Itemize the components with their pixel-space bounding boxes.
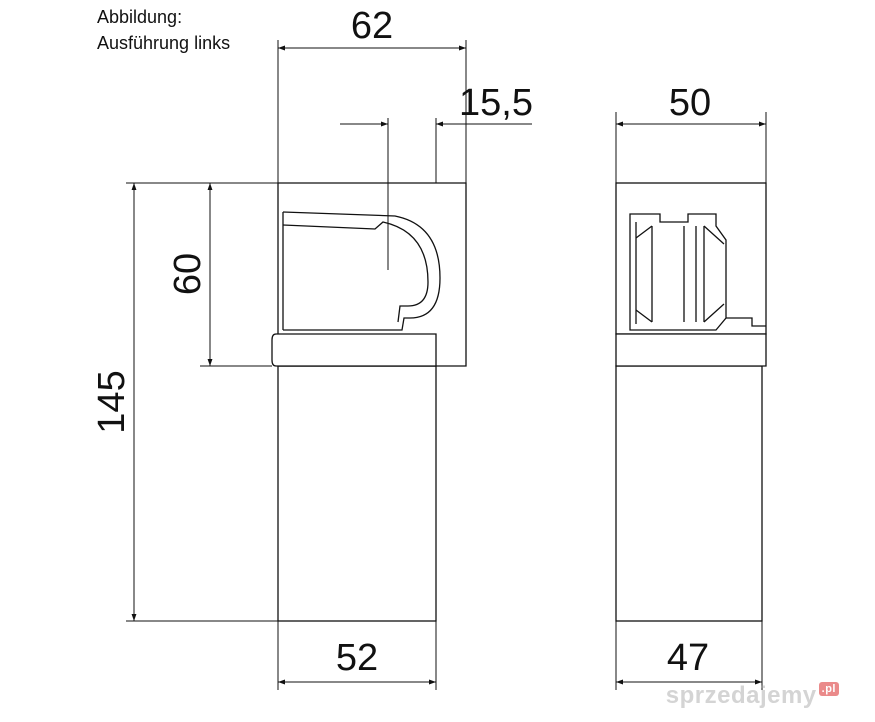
- dim-height-total: 145: [91, 370, 133, 433]
- side-lower-body: [615, 365, 763, 622]
- caption-line-1: Abbildung:: [97, 7, 183, 27]
- front-hook: [282, 211, 441, 331]
- figure-caption: Abbildung: Ausführung links: [97, 4, 230, 56]
- dim-top-width: 62: [351, 5, 393, 47]
- front-lower-body: [277, 365, 437, 622]
- side-flange: [615, 333, 767, 367]
- front-flange: [271, 333, 437, 367]
- watermark-badge: .pl: [818, 682, 839, 696]
- watermark: sprzedajemy.pl: [666, 682, 839, 710]
- dim-offset: 15,5: [459, 82, 533, 124]
- dimension-lines: [126, 40, 767, 690]
- side-roller: [629, 213, 727, 331]
- dim-height-upper: 60: [167, 253, 209, 295]
- dim-side-base-width: 47: [667, 637, 709, 679]
- front-hook-inner: [282, 221, 429, 323]
- side-view: [615, 182, 767, 622]
- dim-base-width: 52: [336, 637, 378, 679]
- front-head-block: [277, 182, 467, 367]
- front-view: [271, 182, 467, 622]
- side-head-block: [615, 182, 767, 335]
- caption-line-2: Ausführung links: [97, 33, 231, 53]
- watermark-text: sprzedajemy: [665, 682, 817, 709]
- dim-side-width: 50: [669, 82, 711, 124]
